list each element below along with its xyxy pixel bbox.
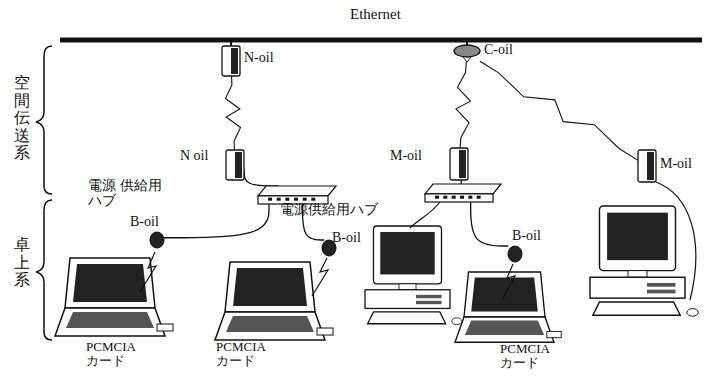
- wireless-link: [480, 61, 638, 160]
- power-hub: 電源 供給用ハブ: [258, 186, 336, 204]
- wireless-bolt: [312, 258, 328, 296]
- device-icon: [222, 46, 240, 76]
- laptop: [55, 258, 173, 336]
- hub-port: [477, 196, 481, 199]
- hub-port: [468, 196, 472, 199]
- hub-port: [277, 198, 281, 201]
- hub-port: [435, 196, 439, 199]
- card-label: PCMCIA カード: [86, 340, 150, 369]
- card-label: PCMCIA カード: [216, 340, 280, 369]
- b-oil-body: [150, 232, 164, 248]
- device-case: [226, 150, 244, 180]
- device-icon: [425, 184, 501, 202]
- dish-mount: [463, 57, 471, 62]
- wireless-bolt: [140, 252, 156, 292]
- device-panel: [647, 152, 654, 180]
- ethernet-bus: [60, 38, 702, 43]
- device-label: B-oil: [130, 214, 159, 229]
- hub-port: [294, 198, 298, 201]
- m-oil-unit: M-oil: [638, 150, 656, 182]
- n-oil-unit: N-oil: [222, 46, 240, 76]
- device-label: C-oil: [484, 42, 513, 57]
- device-case: [222, 46, 240, 76]
- cable: [410, 202, 440, 228]
- hub-port: [285, 198, 289, 201]
- network-name: Ethernet: [350, 6, 401, 23]
- device-icon: [150, 232, 164, 248]
- device-panel: [235, 152, 242, 178]
- device-case: [638, 150, 656, 182]
- c-oil-antenna: C-oil: [454, 44, 480, 62]
- device-label: 電源供給用ハブ: [280, 202, 378, 217]
- hub-port: [460, 196, 464, 199]
- device-label: M-oil: [660, 156, 692, 171]
- device-label: 電源 供給用ハブ: [88, 178, 168, 209]
- cable: [471, 202, 509, 246]
- hub-port: [443, 196, 447, 199]
- power-hub: 電源供給用ハブ: [425, 184, 501, 202]
- hub-top: [258, 186, 336, 196]
- wireless-link: [225, 76, 240, 150]
- device-panel: [231, 48, 238, 74]
- device-label: B-oil: [512, 228, 541, 243]
- cable: [164, 204, 269, 238]
- hub-port: [303, 198, 307, 201]
- device-case: [450, 148, 468, 180]
- device-icon: [226, 150, 244, 180]
- hub-top: [425, 184, 501, 194]
- device-label: M-oil: [390, 148, 422, 163]
- hub-port: [311, 198, 315, 201]
- device-icon: [454, 44, 480, 62]
- group-label: 空間伝送系: [14, 74, 30, 162]
- bracket: [36, 46, 52, 194]
- laptop: [215, 262, 333, 340]
- card-label: PCMCIA カード: [500, 342, 564, 371]
- hub-front: [425, 194, 493, 202]
- wireless-link: [456, 62, 471, 148]
- b-oil-body: [508, 246, 522, 262]
- hub-port: [452, 196, 456, 199]
- cable: [244, 169, 278, 186]
- device-icon: [258, 186, 336, 204]
- device-label: N oil: [180, 148, 208, 163]
- device-panel: [459, 150, 466, 178]
- group-label: 卓上系: [14, 236, 30, 289]
- b-oil-unit: B-oil: [322, 240, 336, 256]
- m-oil-unit: M-oil: [450, 148, 468, 180]
- b-oil-unit: B-oil: [508, 246, 522, 262]
- cable: [656, 182, 696, 300]
- device-label: B-oil: [332, 230, 361, 245]
- wireless-bolt: [502, 264, 515, 300]
- device-icon: [508, 246, 522, 262]
- device-label: N-oil: [244, 50, 274, 65]
- desktop-pc: [365, 226, 462, 325]
- bracket: [36, 200, 52, 340]
- b-oil-unit: B-oil: [150, 232, 164, 248]
- dish: [454, 45, 480, 57]
- device-icon: [638, 150, 656, 182]
- device-icon: [450, 148, 468, 180]
- laptop: [455, 272, 561, 342]
- n-oil-unit: N oil: [226, 150, 244, 180]
- desktop-pc: [590, 206, 698, 316]
- hub-port: [268, 198, 272, 201]
